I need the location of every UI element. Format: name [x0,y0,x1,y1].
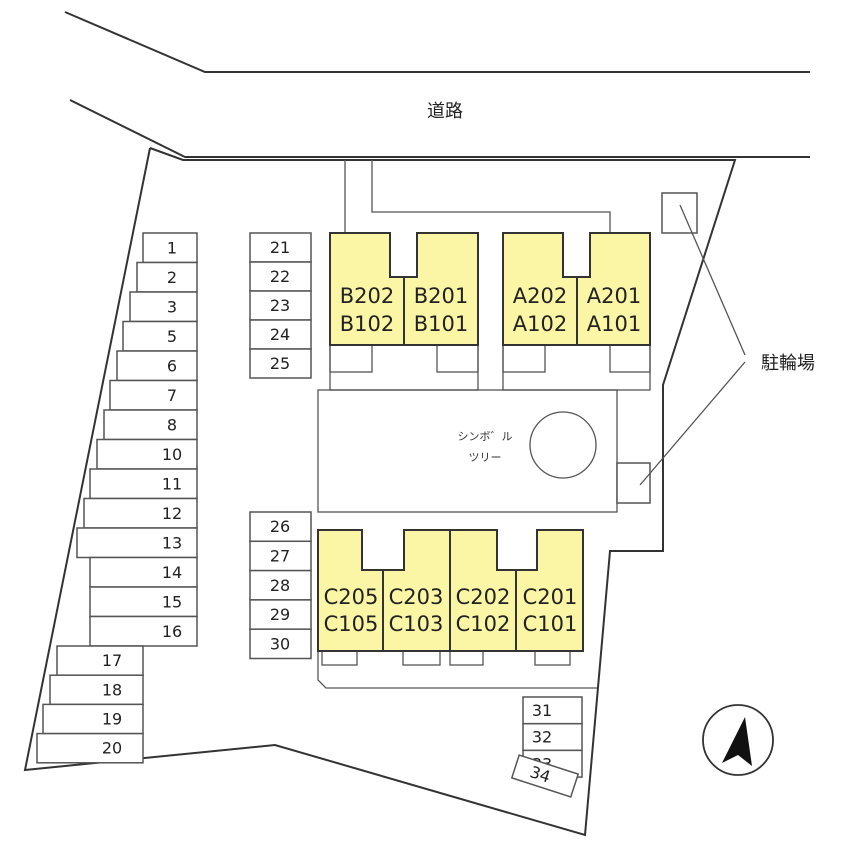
parking-space: 16 [89,615,198,647]
parking-number: 14 [162,563,182,582]
parking-space: 18 [49,674,144,706]
parking-number: 6 [167,356,177,375]
parking-number: 21 [270,238,290,257]
parking-number: 5 [167,327,177,346]
parking-number: 13 [162,533,182,552]
unit-label: B202 [340,284,395,308]
parking-space: 19 [42,703,144,735]
parking-number: 19 [102,710,122,729]
parking-number: 15 [162,592,182,611]
parking-space: 20 [36,732,144,764]
parking-number: 32 [532,728,552,747]
parking-space: 26 [249,511,312,543]
parking-number: 29 [270,605,290,624]
parking-space: 7 [109,379,198,411]
parking-space: 8 [103,409,198,441]
parking-space: 11 [89,468,198,500]
parking-spaces: 1235678101112131415161718192021222324252… [36,232,583,778]
parking-space: 23 [249,290,312,321]
parking-space: 1 [142,232,198,264]
symbol-tree [529,411,597,479]
unit-label: C202 [456,585,511,609]
unit-label: C101 [523,612,578,636]
parking-space: 27 [249,540,312,572]
parking-space: 24 [249,319,312,350]
road-label: 道路 [427,101,463,122]
parking-number: 22 [270,267,290,286]
parking-space: 10 [96,438,198,470]
unit-label: C105 [324,612,379,636]
parking-number: 12 [162,504,182,523]
symbol-tree-label-1: シンボ゛ル [458,430,513,443]
building-a: A202 A102 A201 A101 [502,232,651,391]
parking-space: 22 [249,261,312,292]
parking-space: 29 [249,599,312,630]
parking-space: 5 [122,320,198,352]
unit-label: C205 [324,585,379,609]
unit-label: A101 [587,312,641,336]
unit-label: A201 [587,284,641,308]
parking-number: 3 [167,297,177,316]
parking-space: 17 [56,645,144,676]
parking-number: 11 [162,474,182,493]
parking-space: 14 [89,556,198,588]
north-arrow-icon [702,704,774,776]
unit-label: C203 [389,585,444,609]
unit-label: C102 [456,612,511,636]
parking-number: 7 [167,386,177,405]
parking-number: 24 [270,325,290,344]
unit-label: C201 [523,585,578,609]
bicycle-parking-label: 駐輪場 [761,353,815,374]
building-b: B202 B102 B201 B101 [329,232,479,391]
parking-number: 25 [270,354,290,373]
parking-number: 16 [162,622,182,641]
parking-space: 12 [83,497,198,529]
parking-space: 31 [522,696,583,725]
building-c: C205 C105 C203 C103 C202 C102 C201 C101 [317,529,584,666]
parking-space: 6 [116,350,198,382]
parking-number: 18 [102,680,122,699]
parking-space: 25 [249,348,312,379]
parking-number: 28 [270,576,290,595]
parking-space: 28 [249,569,312,601]
bicycle-parking-2 [616,462,651,504]
site-boundary [23,147,737,837]
symbol-tree-label-2: ツリー [469,451,502,464]
unit-label: C103 [389,612,444,636]
unit-label: A102 [513,312,567,336]
parking-number: 20 [102,739,122,758]
bicycle-parking-1 [661,192,698,234]
unit-label: A202 [513,284,567,308]
parking-number: 2 [167,268,177,287]
parking-number: 23 [270,296,290,315]
parking-number: 31 [532,701,552,720]
road: 道路 [64,11,810,158]
parking-space: 3 [129,291,198,323]
unit-label: B102 [340,312,395,336]
parking-number: 8 [167,415,177,434]
parking-number: 17 [102,651,122,670]
parking-space: 32 [522,722,583,752]
parking-space: 2 [136,261,198,293]
parking-space-34: 34 [510,754,580,798]
parking-space: 30 [249,628,312,660]
parking-number: 30 [270,634,290,653]
parking-number: 26 [270,517,290,536]
parking-space: 21 [249,232,312,263]
parking-number: 10 [162,445,182,464]
parking-space: 15 [89,586,198,618]
parking-space: 13 [76,527,198,559]
unit-label: B201 [414,284,469,308]
parking-number: 1 [167,238,177,257]
parking-number: 27 [270,546,290,565]
unit-label: B101 [414,312,469,336]
